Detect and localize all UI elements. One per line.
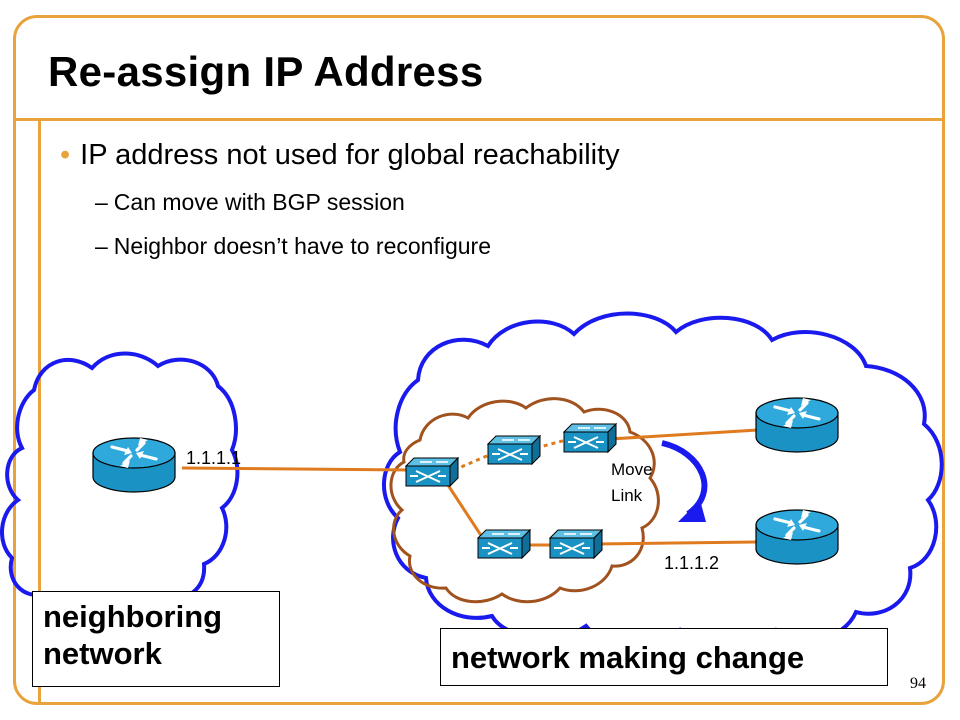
ip-label-right: 1.1.1.2 [664, 553, 720, 573]
bullet-item: • IP address not used for global reachab… [60, 139, 620, 172]
sub-marker: – [95, 233, 108, 259]
slide-frame [13, 15, 945, 705]
switch-icon [405, 457, 459, 487]
switch-icon [477, 529, 531, 559]
sub-bullet-1: – Can move with BGP session [95, 189, 405, 216]
switch-icon [549, 529, 603, 559]
link-internal-2 [535, 438, 567, 450]
neighbor-label-line-2: network [43, 636, 162, 671]
left-divider [38, 120, 41, 705]
inner-network-cloud [389, 397, 660, 604]
page-number: 94 [910, 675, 926, 692]
sub-bullet-text: Neighbor doesn’t have to reconfigure [113, 233, 491, 259]
bullet-text: IP address not used for global reachabil… [80, 139, 620, 171]
neighbor-network-label: neighboring network [32, 591, 280, 687]
sub-marker: – [95, 189, 108, 215]
change-network-label: network making change [440, 628, 888, 686]
link-to-router-top [593, 428, 759, 442]
link-internal-3 [444, 481, 486, 541]
link-to-router-bottom [595, 540, 757, 546]
move-arrow-head-icon [678, 500, 706, 522]
router-icon [91, 436, 177, 494]
link-neighbor [181, 466, 413, 472]
switch-icon [487, 435, 541, 465]
sub-bullet-text: Can move with BGP session [113, 189, 405, 215]
title-divider [13, 118, 945, 121]
bullet-marker: • [60, 139, 71, 171]
switch-icon [563, 423, 617, 453]
change-cloud [382, 311, 944, 649]
ip-label-left: 1.1.1.1 [186, 448, 242, 468]
router-icon [754, 508, 840, 566]
move-label-line-1: Move [611, 460, 653, 479]
neighbor-cloud [0, 351, 240, 615]
sub-bullet-2: – Neighbor doesn’t have to reconfigure [95, 233, 491, 260]
move-label-line-2: Link [611, 486, 643, 505]
neighbor-label-line-1: neighboring [43, 599, 223, 634]
router-icon [754, 396, 840, 454]
move-label: Move Link [611, 457, 653, 509]
slide-title: Re-assign IP Address [48, 48, 484, 95]
